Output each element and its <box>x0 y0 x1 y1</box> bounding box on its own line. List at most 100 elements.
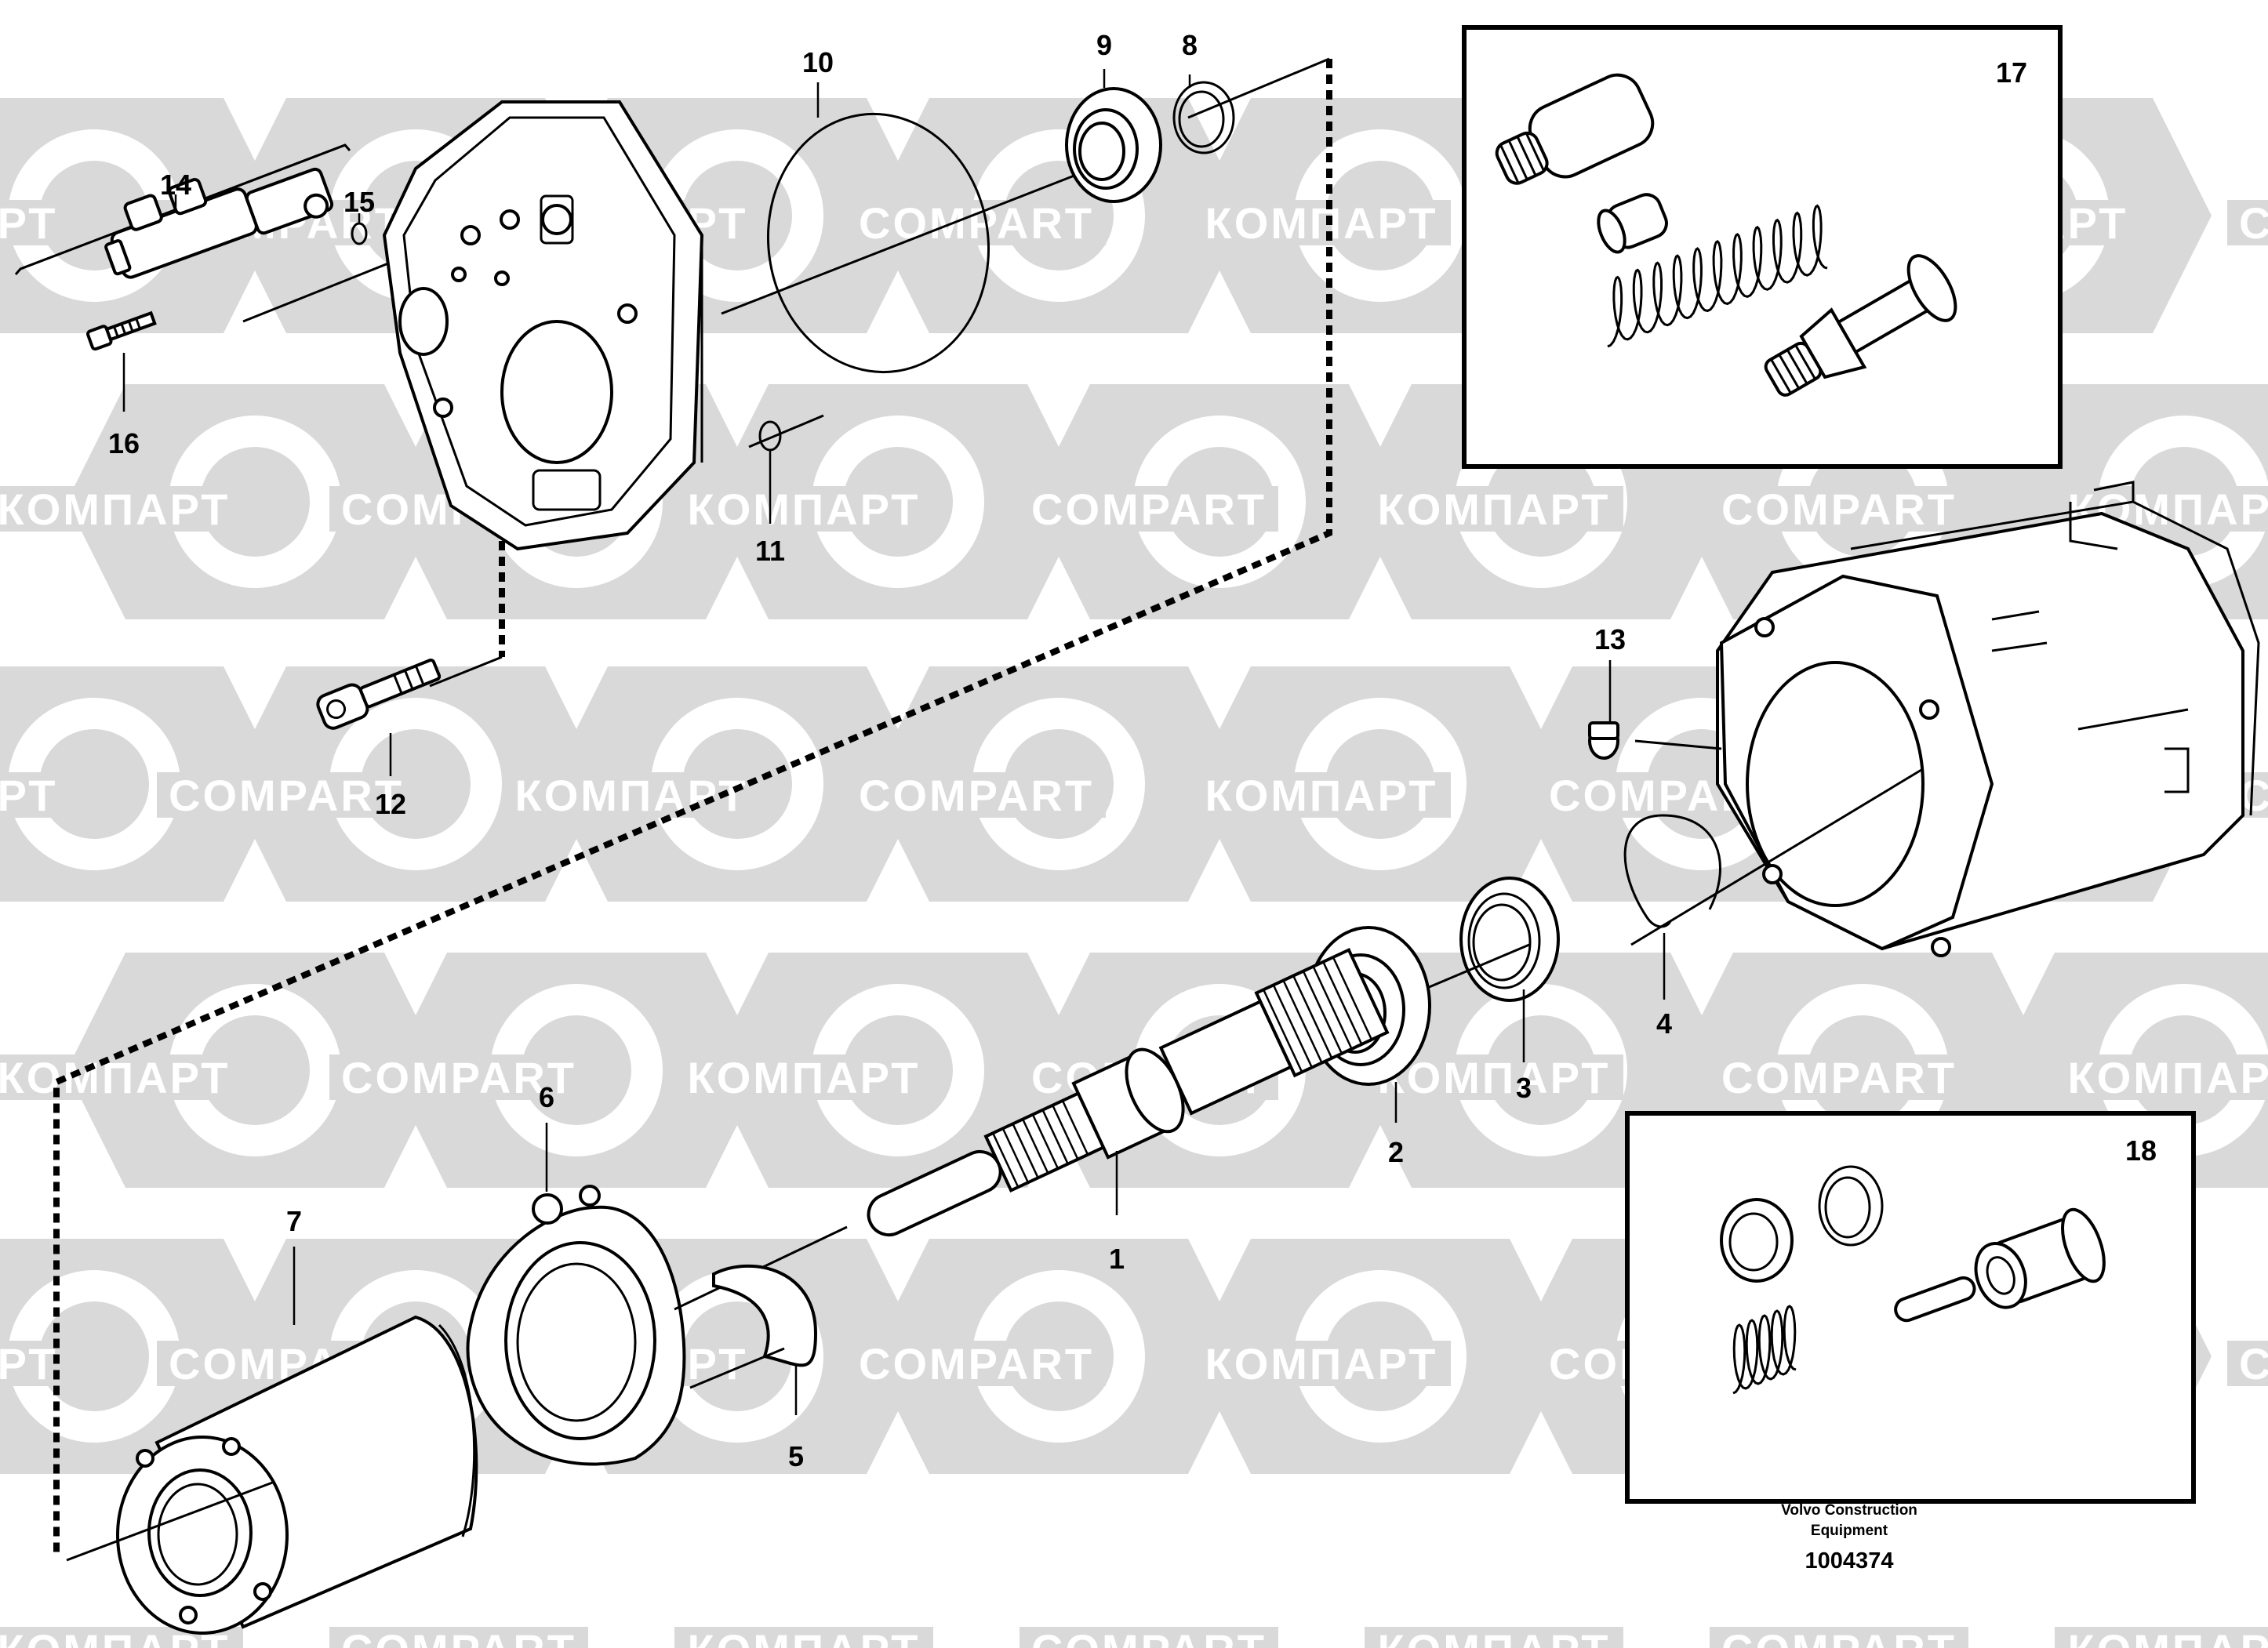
watermark-band <box>674 1627 933 1648</box>
watermark-band <box>674 1055 933 1100</box>
callout-1: 1 <box>1109 1243 1125 1275</box>
part-12-cap-screw <box>316 658 442 730</box>
watermark-text: COMPART <box>2239 1339 2268 1388</box>
watermark-band <box>2055 1627 2268 1648</box>
callout-14: 14 <box>160 169 191 201</box>
part-1-shaft <box>867 947 1390 1237</box>
watermark-text: КОМПАРТ <box>0 1053 230 1102</box>
watermark-band <box>329 1055 588 1100</box>
watermark-text: КОМПАРТ <box>1205 198 1438 248</box>
watermark-text: COMPART <box>1721 1053 1957 1102</box>
watermark-text: КОМПАРТ <box>0 485 230 534</box>
callout-10: 10 <box>802 46 834 78</box>
watermark-band <box>847 1341 1106 1386</box>
watermark-text: COMPART <box>2239 198 2268 248</box>
watermark-band <box>1020 486 1278 532</box>
watermark-band <box>1710 1055 1968 1100</box>
watermark-band <box>1020 1627 1278 1648</box>
part-11-small-o-ring <box>748 414 824 452</box>
part-7-cylinder <box>66 1315 478 1635</box>
watermark-text: КОМПАРТ <box>1378 485 1611 534</box>
part-6-flange <box>466 1185 848 1466</box>
watermark-band <box>2227 200 2268 245</box>
part-5-half-ring <box>689 1264 818 1389</box>
watermark-text: КОМПАРТ <box>2068 1053 2268 1102</box>
watermark-text: COMPART <box>169 771 404 820</box>
watermark-band <box>1365 1627 1623 1648</box>
watermark-text: КОМПАРТ <box>688 1625 921 1648</box>
callout-9: 9 <box>1096 29 1112 61</box>
callout-15: 15 <box>343 186 375 218</box>
watermark-band <box>674 486 933 532</box>
watermark-text: COMPART <box>1031 1625 1267 1648</box>
watermark-band <box>847 772 1106 818</box>
callout-8: 8 <box>1182 29 1198 61</box>
watermark-band <box>847 200 1106 245</box>
part-14-valve-assembly <box>14 143 503 351</box>
callout-17: 17 <box>1996 56 2027 89</box>
end-plate-housing <box>382 100 1083 551</box>
watermark-band <box>0 200 71 245</box>
watermark-band <box>0 772 71 818</box>
part-8-circlip <box>1172 81 1235 154</box>
watermark-text: КОМПАРТ <box>0 771 57 820</box>
credit-line-2: Equipment <box>1811 1523 1888 1539</box>
watermark-band <box>2227 1341 2268 1386</box>
watermark-text: COMPART <box>859 771 1094 820</box>
watermark-band <box>1710 486 1968 532</box>
callout-labels: 1 2 3 4 5 6 7 8 9 10 11 12 13 14 15 16 1… <box>108 29 2157 1472</box>
watermark-band <box>1192 772 1451 818</box>
callout-16: 16 <box>108 427 140 459</box>
kit-17-box <box>1462 25 2063 469</box>
watermark-text: КОМПАРТ <box>0 198 57 248</box>
callout-2: 2 <box>1388 1136 1404 1168</box>
kit-18-box <box>1625 1111 2196 1504</box>
watermark-band <box>1710 1627 1968 1648</box>
dashed-assembly-boundary <box>53 57 1332 1556</box>
main-housing <box>1630 481 2260 957</box>
kit-18-pin <box>1894 1276 1976 1323</box>
watermark-text: COMPART <box>859 1339 1094 1388</box>
watermark-text: КОМПАРТ <box>688 485 921 534</box>
part-13-plug <box>1588 721 1619 760</box>
watermark-band <box>329 1627 588 1648</box>
part-3-seal <box>1459 877 1560 1002</box>
watermark-text: COMPART <box>1721 485 1957 534</box>
watermark-text: COMPART <box>859 198 1094 248</box>
kit-17-spring <box>1607 204 1828 348</box>
kit-18-seal-ring <box>1720 1198 1794 1283</box>
watermark-text: КОМПАРТ <box>1205 771 1438 820</box>
watermark-band <box>502 772 761 818</box>
watermark-band <box>0 486 243 532</box>
kit-17-plug <box>1495 73 1655 185</box>
callout-7: 7 <box>286 1205 302 1237</box>
callout-18: 18 <box>2125 1134 2157 1167</box>
callout-6: 6 <box>539 1081 554 1113</box>
callout-11: 11 <box>755 535 785 567</box>
callout-leaders <box>122 69 1666 1415</box>
watermark-text: КОМПАРТ <box>0 1339 57 1388</box>
credit-line-1: Volvo Construction <box>1781 1502 1917 1519</box>
kit-18-bushing <box>1974 1207 2106 1309</box>
callout-5: 5 <box>788 1440 804 1472</box>
kit-17-sleeve <box>1597 193 1668 254</box>
kit-17-poppet <box>1764 254 1957 397</box>
kit-18-circlip <box>1818 1165 1884 1247</box>
watermark-text: COMPART <box>1721 1625 1957 1648</box>
watermark-band <box>0 1055 243 1100</box>
kit-18-spring <box>1732 1305 1797 1395</box>
watermark-band <box>1365 486 1623 532</box>
watermark-text: КОМПАРТ <box>515 771 748 820</box>
credit-block: Volvo Construction Equipment 1004374 <box>1781 1502 1917 1574</box>
part-10-o-ring <box>766 112 990 374</box>
part-4-circlip <box>1623 814 1721 928</box>
watermark-band <box>2055 1055 2268 1100</box>
callout-3: 3 <box>1516 1072 1532 1104</box>
watermark-band <box>1192 1341 1451 1386</box>
callout-13: 13 <box>1594 623 1626 655</box>
watermark-text: КОМПАРТ <box>1205 1339 1438 1388</box>
callout-12: 12 <box>375 788 406 820</box>
watermark-text: COMPART <box>341 1053 576 1102</box>
watermark-text: КОМПАРТ <box>1378 1053 1611 1102</box>
